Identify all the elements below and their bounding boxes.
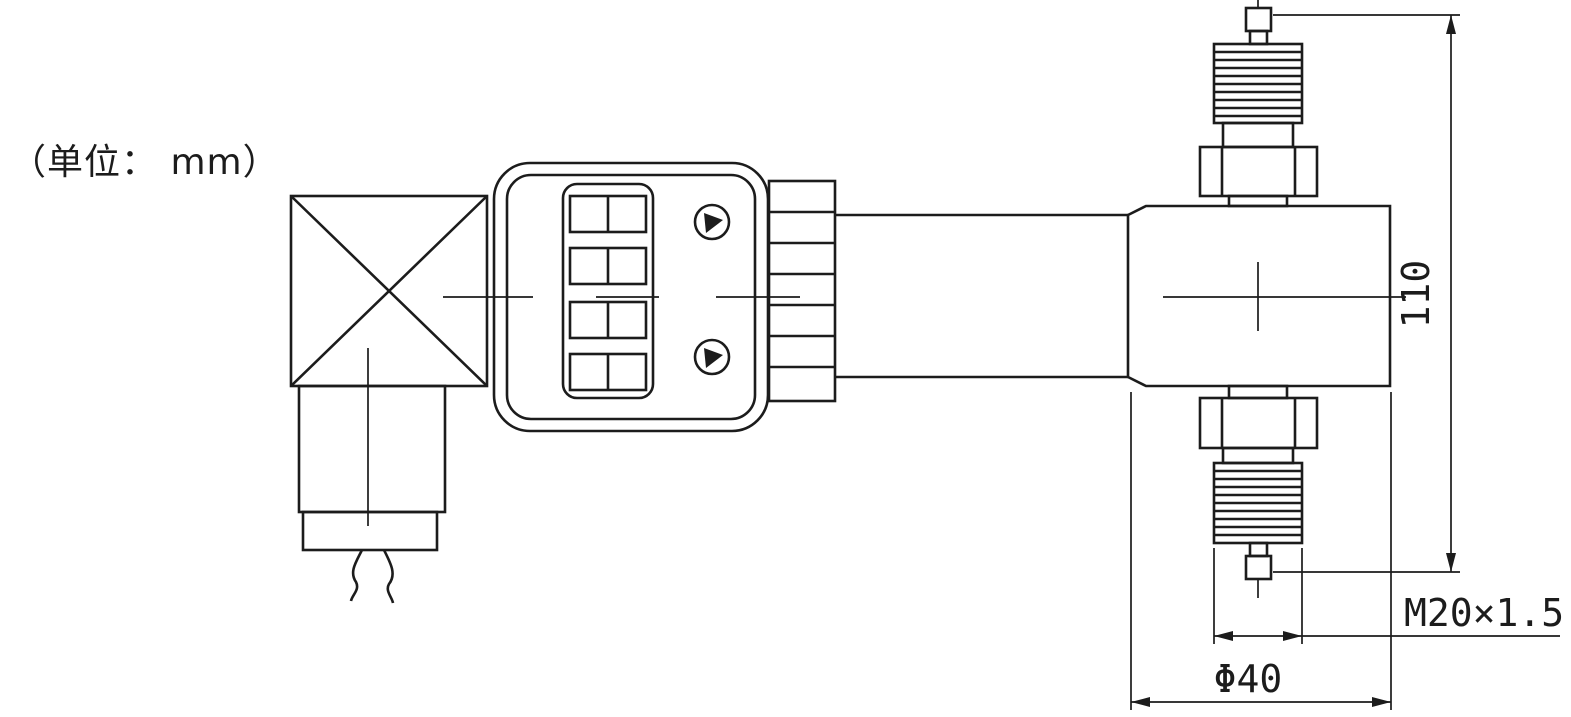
bottom-shoulder xyxy=(1221,446,1295,465)
dimension-lines xyxy=(1213,548,1560,644)
display-digit xyxy=(568,300,648,340)
top-collar xyxy=(1227,194,1289,208)
bottom-hex-nut xyxy=(1198,396,1319,450)
nut-outline xyxy=(1198,145,1319,198)
arrow-icon xyxy=(704,348,723,368)
adapter-ribs xyxy=(769,210,835,369)
arrowhead-right-icon xyxy=(1372,697,1391,707)
arrowhead-left-icon xyxy=(1214,631,1233,641)
arrowhead-down-icon xyxy=(1446,553,1456,572)
dimension-thread: M20×1.5 xyxy=(1213,548,1564,644)
dimension-diameter: Φ40 xyxy=(1130,392,1392,710)
display-module xyxy=(492,161,800,433)
pipe-outline xyxy=(835,213,1128,379)
arrowhead-left-icon xyxy=(1131,697,1150,707)
cable-connector xyxy=(289,194,533,604)
nut-outline xyxy=(1198,396,1319,450)
dim-diameter-label: Φ40 xyxy=(1214,657,1283,701)
display-digit xyxy=(568,194,648,234)
unit-note: （单位： mm） xyxy=(10,142,280,183)
top-hex-nut xyxy=(1198,145,1319,198)
up-adjust-button xyxy=(693,203,731,241)
dimension-overall-height: 110 xyxy=(1273,14,1460,573)
display-digit xyxy=(568,352,648,392)
bottom-collar xyxy=(1227,384,1289,400)
bottom-thread-lines xyxy=(1214,469,1302,537)
arrowhead-right-icon xyxy=(1283,631,1302,641)
arrow-icon xyxy=(704,213,723,233)
connector-cross-icon xyxy=(290,195,488,387)
top-neck xyxy=(1248,29,1269,46)
block-centerlines xyxy=(1163,262,1406,331)
button-ring xyxy=(693,338,731,376)
dim-height-label: 110 xyxy=(1394,260,1438,329)
nut-facets xyxy=(1220,398,1297,448)
connector-wires xyxy=(349,549,395,604)
bottom-neck xyxy=(1248,541,1269,558)
adapter-body xyxy=(767,179,837,403)
pipe-body xyxy=(835,213,1128,379)
connector-gland-nut xyxy=(301,510,439,552)
arrowhead-up-icon xyxy=(1446,15,1456,34)
conduit-adapter xyxy=(767,179,837,403)
dim-thread-label: M20×1.5 xyxy=(1404,591,1564,635)
top-thread-lines xyxy=(1214,50,1302,118)
top-fitting xyxy=(1198,0,1319,208)
top-plug xyxy=(1244,6,1273,33)
sensor-block xyxy=(1126,204,1406,388)
bottom-plug xyxy=(1244,554,1273,581)
bottom-fitting xyxy=(1198,384,1319,598)
top-shoulder xyxy=(1221,121,1295,149)
down-adjust-button xyxy=(693,338,731,376)
dimension-lines xyxy=(1130,392,1392,710)
dimension-lines xyxy=(1273,14,1460,573)
nut-facets xyxy=(1220,147,1297,196)
connector-body xyxy=(297,384,447,514)
display-digit xyxy=(568,246,648,286)
connector-centerlines xyxy=(367,296,533,526)
display-window xyxy=(561,182,655,400)
block-outline xyxy=(1126,204,1392,388)
button-ring xyxy=(693,203,731,241)
